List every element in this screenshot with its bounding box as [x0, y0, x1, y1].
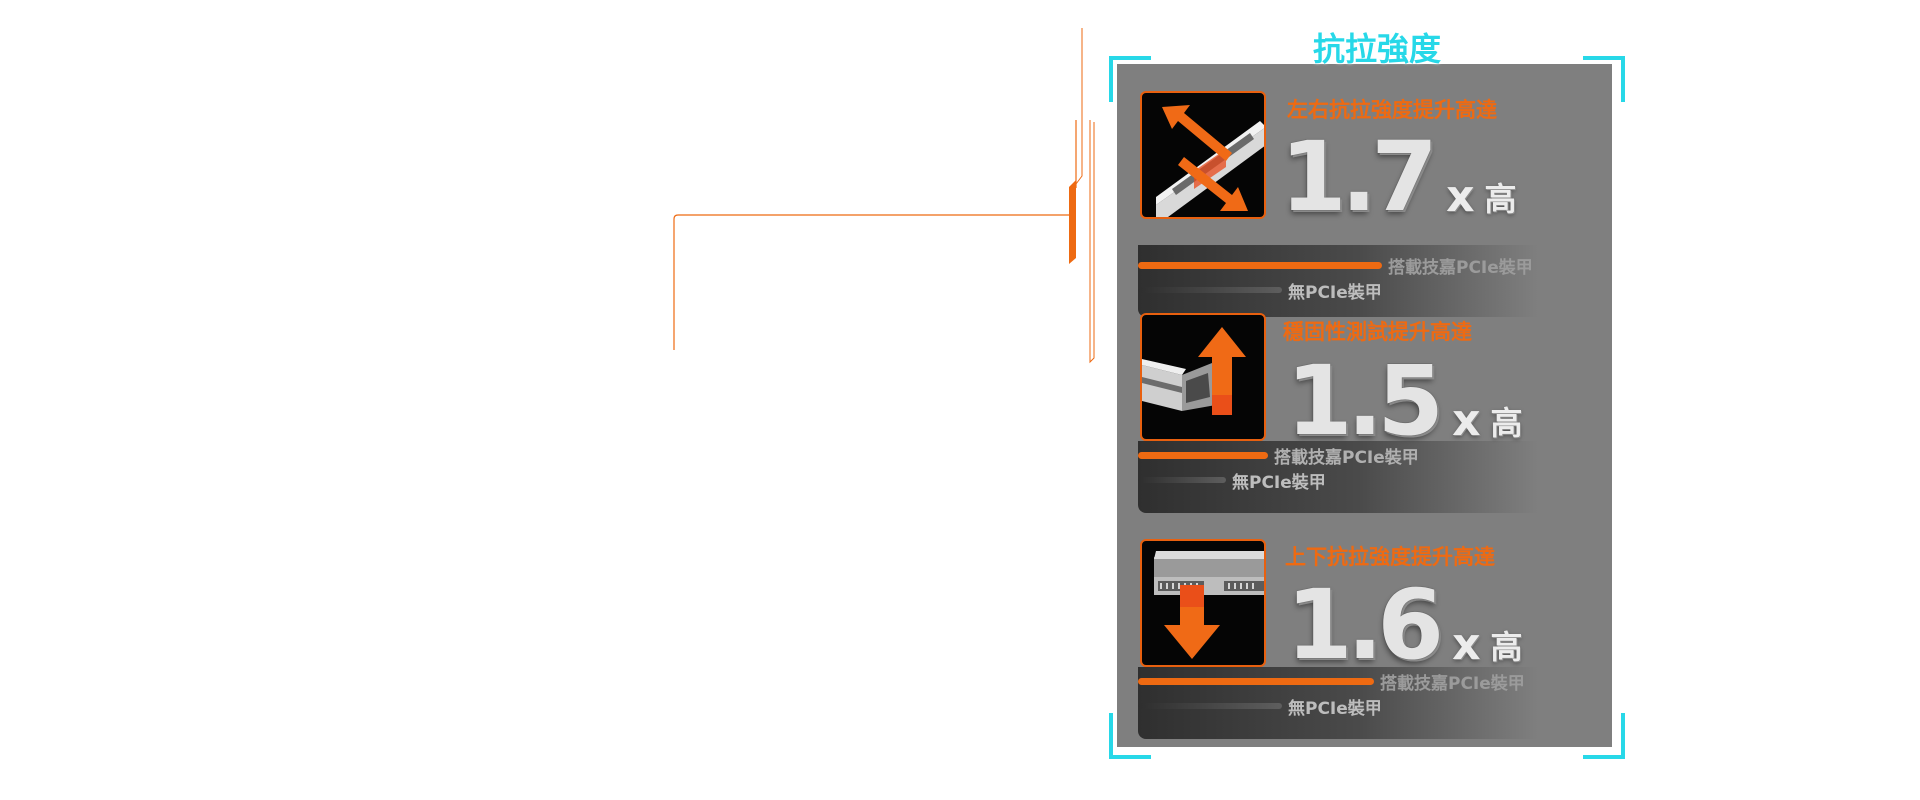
armored-label: 搭載技嘉PCIe裝甲	[1380, 673, 1525, 694]
plain-bar	[1138, 703, 1282, 709]
plain-row: 無PCIe裝甲	[1138, 694, 1382, 719]
comparison-bars: 搭載技嘉PCIe裝甲 無PCIe裝甲	[1138, 667, 1538, 739]
armored-bar	[1138, 677, 1374, 685]
plain-bar	[1138, 477, 1226, 483]
stat-multiplier: x	[1452, 619, 1481, 670]
comparison-bars: 搭載技嘉PCIe裝甲 無PCIe裝甲	[1138, 441, 1538, 513]
stat-unit: 高	[1490, 404, 1523, 442]
armored-row: 搭載技嘉PCIe裝甲	[1138, 253, 1533, 278]
corner-bracket-bottom-left	[1109, 713, 1151, 759]
stat-multiplier: x	[1446, 171, 1475, 222]
stat-unit: 高	[1484, 180, 1517, 218]
vertical-tensile-icon	[1140, 539, 1266, 667]
stat-value: 1.5 x 高	[1286, 345, 1522, 449]
stat-multiplier: x	[1452, 395, 1481, 446]
plain-bar	[1138, 287, 1282, 293]
armored-row: 搭載技嘉PCIe裝甲	[1138, 443, 1419, 468]
plain-label: 無PCIe裝甲	[1232, 472, 1326, 493]
comparison-bars: 搭載技嘉PCIe裝甲 無PCIe裝甲	[1138, 245, 1538, 317]
armored-bar	[1138, 451, 1268, 459]
armored-bar	[1138, 261, 1382, 269]
corner-bracket-bottom-right	[1583, 713, 1625, 759]
plain-label: 無PCIe裝甲	[1288, 282, 1382, 303]
stat-number: 1.5	[1286, 345, 1444, 457]
armored-label: 搭載技嘉PCIe裝甲	[1388, 257, 1533, 278]
plain-row: 無PCIe裝甲	[1138, 278, 1382, 303]
plain-label: 無PCIe裝甲	[1288, 698, 1382, 719]
armored-label: 搭載技嘉PCIe裝甲	[1274, 447, 1419, 468]
stat-label: 上下抗拉強度提升高達	[1285, 545, 1495, 569]
plain-row: 無PCIe裝甲	[1138, 468, 1326, 493]
stat-number: 1.7	[1280, 121, 1438, 233]
corner-bracket-top-left	[1109, 56, 1151, 102]
horizontal-tensile-icon	[1140, 91, 1266, 219]
stat-value: 1.6 x 高	[1286, 569, 1522, 673]
corner-bracket-top-right	[1583, 56, 1625, 102]
stability-test-icon	[1140, 313, 1266, 441]
armored-row: 搭載技嘉PCIe裝甲	[1138, 669, 1525, 694]
stat-value: 1.7 x 高	[1280, 121, 1516, 225]
stat-horizontal-tensile: 左右抗拉強度提升高達 1.7 x 高 搭載技嘉PCIe裝甲 無PCIe裝甲	[1138, 91, 1612, 317]
stat-number: 1.6	[1286, 569, 1444, 681]
stat-vertical-tensile: 上下抗拉強度提升高達 1.6 x 高 搭載技嘉PCIe裝甲 無PCIe裝甲	[1138, 539, 1612, 744]
stat-label: 穩固性測試提升高達	[1283, 320, 1472, 344]
stat-unit: 高	[1490, 628, 1523, 666]
stat-label: 左右抗拉強度提升高達	[1287, 98, 1497, 122]
stat-stability-test: 穩固性測試提升高達 1.5 x 高 搭載技嘉PCIe裝甲 無PCIe裝甲	[1138, 313, 1612, 518]
panel-title: 抗拉強度	[1312, 30, 1441, 68]
